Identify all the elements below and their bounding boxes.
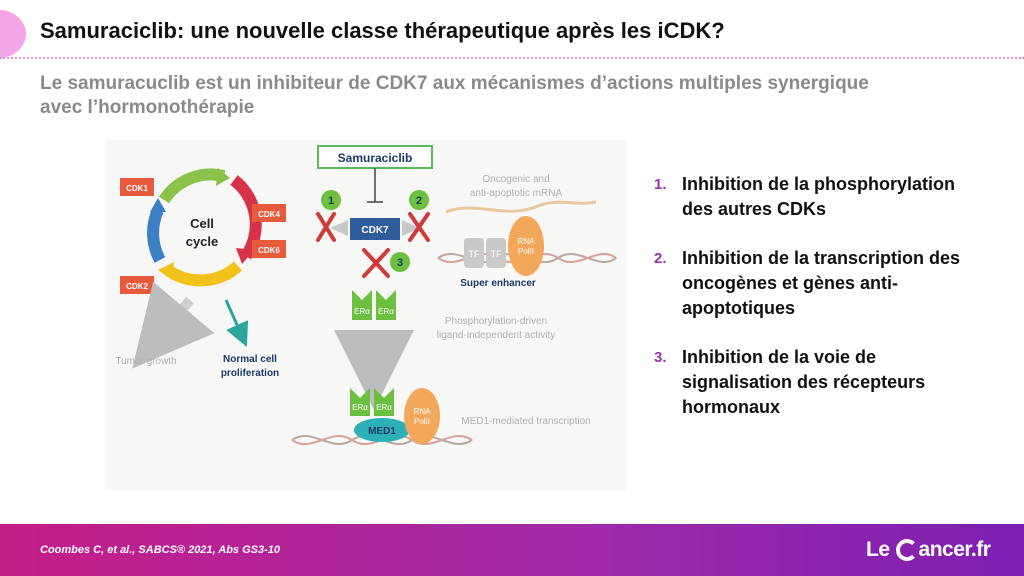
key-point-1-number: 1. [654,176,667,193]
tf-label-1: TF [469,249,480,259]
key-point-1: 1. Inhibition de la phosphorylation des … [650,172,990,222]
cell-cycle-label-2: cycle [186,234,219,249]
cdk4-label: CDK4 [258,210,280,219]
key-point-2-text: Inhibition de la transcription des oncog… [682,248,961,318]
cdk7-label: CDK7 [361,225,389,236]
logo-prefix: Le [866,538,890,561]
tf-label-2: TF [491,249,502,259]
rna-pol-blob [508,216,544,276]
footer-bar: Coombes C, et al., SABCS® 2021, Abs GS3-… [0,524,1024,576]
cell-cycle-ring [147,168,262,287]
er-shape-3 [350,388,370,416]
er-label-1: ERα [354,307,370,316]
key-points-list: 1. Inhibition de la phosphorylation des … [650,172,990,444]
marker-1 [321,190,341,210]
pol-label: PolII [518,247,534,256]
oncogenic-label-1: Oncogenic and [482,174,549,185]
er-label-3: ERα [352,403,368,412]
samuraciclib-label: Samuraciclib [338,151,413,165]
rna-pol-blob-2 [404,388,440,444]
er-shape-1 [352,290,372,320]
key-point-2-number: 2. [654,250,667,267]
right-gray-arrow [402,220,420,236]
citation: Coombes C, et al., SABCS® 2021, Abs GS3-… [40,544,280,556]
er-shape-4 [374,388,394,416]
slide-title: Samuraciclib: une nouvelle classe thérap… [40,18,725,43]
med1-label: MED1 [368,426,396,437]
cross-marks [316,212,430,278]
tf-box-1 [464,238,484,268]
left-gray-arrow [330,220,348,236]
cdk1-box [120,178,154,196]
title-divider [0,57,1024,59]
er-label-4: ERα [376,403,392,412]
key-point-3-number: 3. [654,349,667,366]
logo-c-icon [895,539,918,561]
marker-3-label: 3 [397,257,403,269]
normal-cell-label-1: Normal cell [223,354,277,365]
cdk6-box [252,240,286,258]
cdk4-box [252,204,286,222]
corner-decoration [0,10,26,58]
phospho-label-1: Phosphorylation-driven [445,316,547,327]
cdk7-box [350,218,400,240]
marker-1-label: 1 [328,195,334,207]
phospho-label-2: ligand-independent activity [437,330,555,341]
cell-cycle-label-1: Cell [190,216,214,231]
mrna-strand [445,200,597,214]
er-label-2: ERα [378,307,394,316]
cdk1-label: CDK1 [126,184,148,193]
tumor-growth-arrow [132,281,215,369]
cdk2-label: CDK2 [126,282,148,291]
marker-3 [390,252,410,272]
er-shape-2 [376,290,396,320]
slide-subtitle: Le samuracuclib est un inhibiteur de CDK… [40,73,869,118]
mechanism-figure: Cell cycle CDK1 CDK4 CDK6 CDK2 Tumor gro… [106,140,626,490]
normal-cell-arrow [224,299,249,347]
marker-2 [409,190,429,210]
key-point-3-text: Inhibition de la voie de signalisation d… [682,347,926,417]
pol-label-2: PolII [414,417,430,426]
tumor-growth-label: Tumor growth [115,356,176,367]
rna-label-2: RNA [414,407,432,416]
oncogenic-label-2: anti-apoptotic mRNA [470,188,563,199]
normal-cell-label-2: proliferation [221,368,279,379]
mechanism-diagram: Cell cycle CDK1 CDK4 CDK6 CDK2 Tumor gro… [115,145,617,446]
key-point-1-text: Inhibition de la phosphorylation des aut… [682,174,955,219]
cdk6-label: CDK6 [258,246,280,255]
key-point-2: 2. Inhibition de la transcription des on… [650,246,990,321]
med1-blob [354,418,410,442]
med1-transcription-label: MED1-mediated transcription [461,416,591,427]
rna-label: RNA [518,237,536,246]
tf-box-2 [486,238,506,268]
lecancer-logo: Le ancer.fr [866,536,991,564]
super-enhancer-label: Super enhancer [460,278,536,289]
key-point-3: 3. Inhibition de la voie de signalisatio… [650,345,990,420]
logo-suffix: ancer.fr [918,538,991,561]
marker-2-label: 2 [416,195,422,207]
